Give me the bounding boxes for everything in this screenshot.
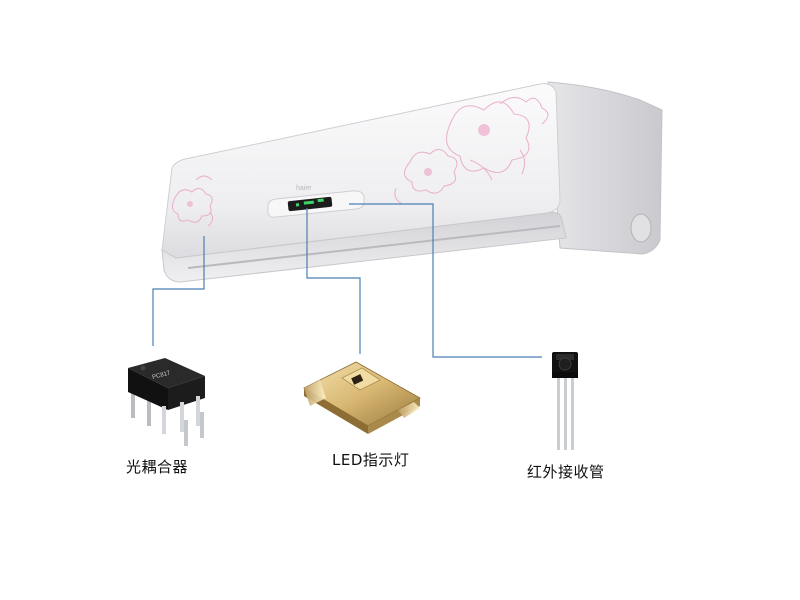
ac-brand-mark: haier [296,185,312,192]
flower-decoration [171,96,549,227]
leader-line-optocoupler [152,236,205,346]
leader-line-ir-receiver [349,203,542,358]
ac-side-panel [547,81,663,255]
leader-lines [152,203,542,358]
smd-led-icon [303,361,421,434]
ac-louvre [187,225,561,269]
optocoupler-chip-icon: PC817 [128,358,205,446]
ac-display-panel [267,190,365,218]
ir-receiver-label: 红外接收管 [527,463,605,481]
optocoupler-marking: PC817 [152,370,172,381]
led-indicator-label: LED指示灯 [332,451,410,469]
leader-line-led [306,208,361,354]
air-conditioner-icon: haier [161,81,663,283]
ir-receiver-module-icon [552,352,578,450]
ac-side-vent [630,213,652,243]
optocoupler-label: 光耦合器 [126,458,189,476]
